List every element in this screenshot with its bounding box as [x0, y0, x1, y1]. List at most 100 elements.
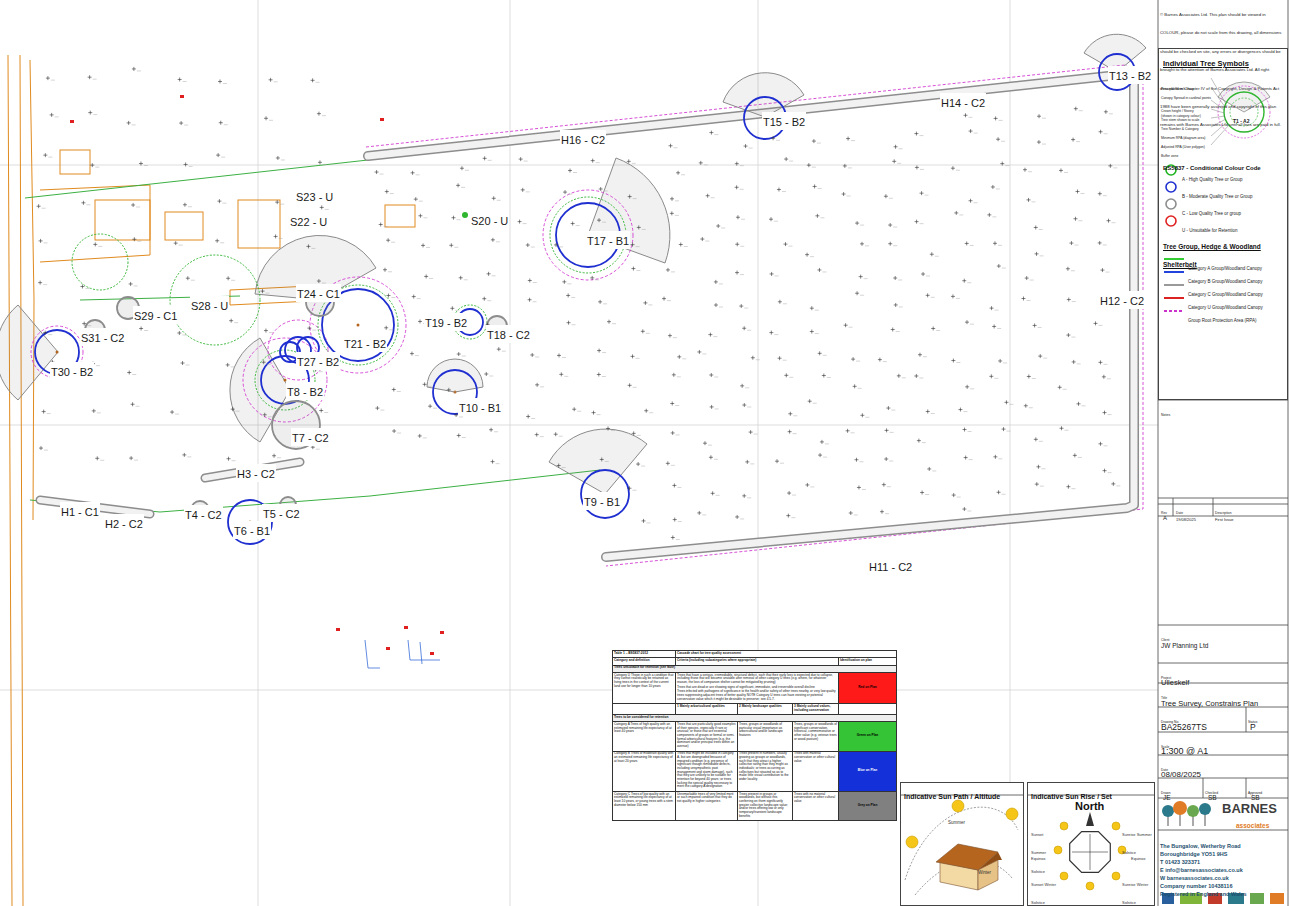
- survey-point: [497, 200, 501, 201]
- survey-point: [136, 207, 140, 208]
- survey-point: [1037, 114, 1041, 118]
- level-marker: [386, 647, 390, 650]
- survey-point: [965, 241, 969, 245]
- survey-point: [735, 271, 739, 275]
- survey-point: [996, 137, 1000, 141]
- survey-point: [672, 483, 676, 487]
- tree-label-box: H3 - C2: [236, 464, 276, 482]
- survey-point: [1009, 404, 1013, 405]
- survey-point: [186, 365, 190, 366]
- survey-point: [780, 463, 784, 464]
- rpa-circle: [31, 190, 633, 422]
- survey-point: [710, 405, 714, 409]
- survey-point: [805, 483, 809, 487]
- survey-point: [384, 226, 388, 227]
- survey-point: [747, 330, 751, 331]
- survey-point: [648, 304, 652, 305]
- survey-point: [702, 514, 706, 515]
- table-cell: [613, 704, 676, 715]
- survey-point: [742, 403, 746, 407]
- sun-path-drawing: [952, 800, 964, 812]
- survey-point: [628, 383, 632, 387]
- survey-point: [597, 349, 601, 353]
- survey-point: [489, 428, 493, 432]
- survey-point: [216, 153, 220, 157]
- table-cell: Category B Trees of moderate quality wit…: [613, 751, 676, 791]
- survey-point: [998, 458, 1002, 459]
- table-cell-text: Blue on Plan: [840, 769, 895, 773]
- survey-point: [42, 410, 46, 414]
- survey-point: [892, 159, 896, 163]
- address-text-box: E info@barnesassociates.co.uk: [1160, 858, 1243, 876]
- survey-point: [1069, 241, 1073, 245]
- survey-point: [423, 382, 427, 386]
- address-text: W barnesassociates.co.uk: [1160, 875, 1229, 881]
- stem-dot: [357, 324, 360, 327]
- survey-point: [740, 165, 744, 166]
- survey-point: [1112, 222, 1116, 223]
- survey-point: [280, 204, 284, 205]
- survey-point: [559, 436, 563, 437]
- legend-text: Category U Group/Woodland Canopy: [1188, 305, 1263, 310]
- survey-point: [899, 306, 903, 307]
- survey-point: [1076, 402, 1080, 406]
- survey-point: [380, 410, 384, 411]
- tree-label: T27 - B2: [297, 356, 339, 368]
- survey-point: [191, 280, 195, 281]
- survey-point: [1072, 360, 1076, 364]
- survey-point: [1098, 442, 1102, 446]
- company-logo: [1187, 805, 1199, 817]
- title-block-text: 1:300 @ A1: [1161, 746, 1208, 756]
- survey-point: [813, 403, 817, 404]
- survey-point: [1003, 362, 1007, 363]
- title-block-text-box: Ulleskelf: [1161, 671, 1189, 689]
- road-edge: [8, 55, 12, 906]
- survey-point: [784, 373, 788, 377]
- survey-point: [926, 276, 930, 277]
- survey-point: [859, 461, 863, 462]
- survey-point: [922, 442, 926, 443]
- survey-point: [274, 234, 278, 238]
- survey-point: [920, 169, 924, 170]
- table-cell-text: Red on Plan: [840, 686, 895, 690]
- survey-point: [812, 139, 816, 143]
- title-block-text: JE: [1163, 794, 1171, 801]
- survey-point: [788, 412, 792, 416]
- tree-label: S22 - U: [290, 216, 327, 228]
- group-line-swatch: [1163, 308, 1185, 314]
- sun-path-drawing: [905, 800, 1018, 895]
- survey-point: [275, 200, 279, 204]
- survey-point: [459, 416, 463, 417]
- survey-point: [677, 487, 681, 488]
- survey-point: [182, 334, 186, 335]
- survey-point: [1032, 201, 1036, 202]
- survey-point: [535, 356, 539, 357]
- survey-point: [268, 416, 272, 417]
- survey-point: [893, 227, 897, 228]
- symbol-key-text: Buffer zone: [1161, 154, 1178, 158]
- survey-point: [890, 432, 894, 433]
- survey-point: [491, 460, 495, 464]
- building-outline: [60, 150, 90, 174]
- survey-point: [851, 357, 855, 361]
- survey-point: [598, 300, 602, 304]
- survey-point: [181, 361, 185, 365]
- tree-label-box: H12 - C2: [1099, 291, 1145, 309]
- tree-label-box: T10 - B1: [458, 398, 502, 416]
- survey-point: [862, 489, 866, 490]
- panel-line: [1158, 663, 1288, 664]
- survey-point: [375, 170, 379, 174]
- table-cell: Trees unsuitable for retention (see Note…: [613, 665, 897, 672]
- title-block-text: A: [1163, 515, 1167, 521]
- survey-point: [970, 388, 974, 389]
- survey-point: [385, 190, 389, 194]
- survey-point: [1035, 252, 1039, 256]
- address-text-box: The Bungalow, Wetherby Road: [1160, 834, 1241, 852]
- survey-point: [269, 332, 273, 333]
- title-block-text: 19/08/2025: [1176, 517, 1196, 522]
- table-cell-text: Trees present in groups or woodlands, bu…: [739, 793, 791, 819]
- survey-point: [496, 463, 500, 464]
- survey-point: [1007, 431, 1011, 432]
- survey-point: [38, 281, 42, 285]
- survey-point: [744, 308, 748, 309]
